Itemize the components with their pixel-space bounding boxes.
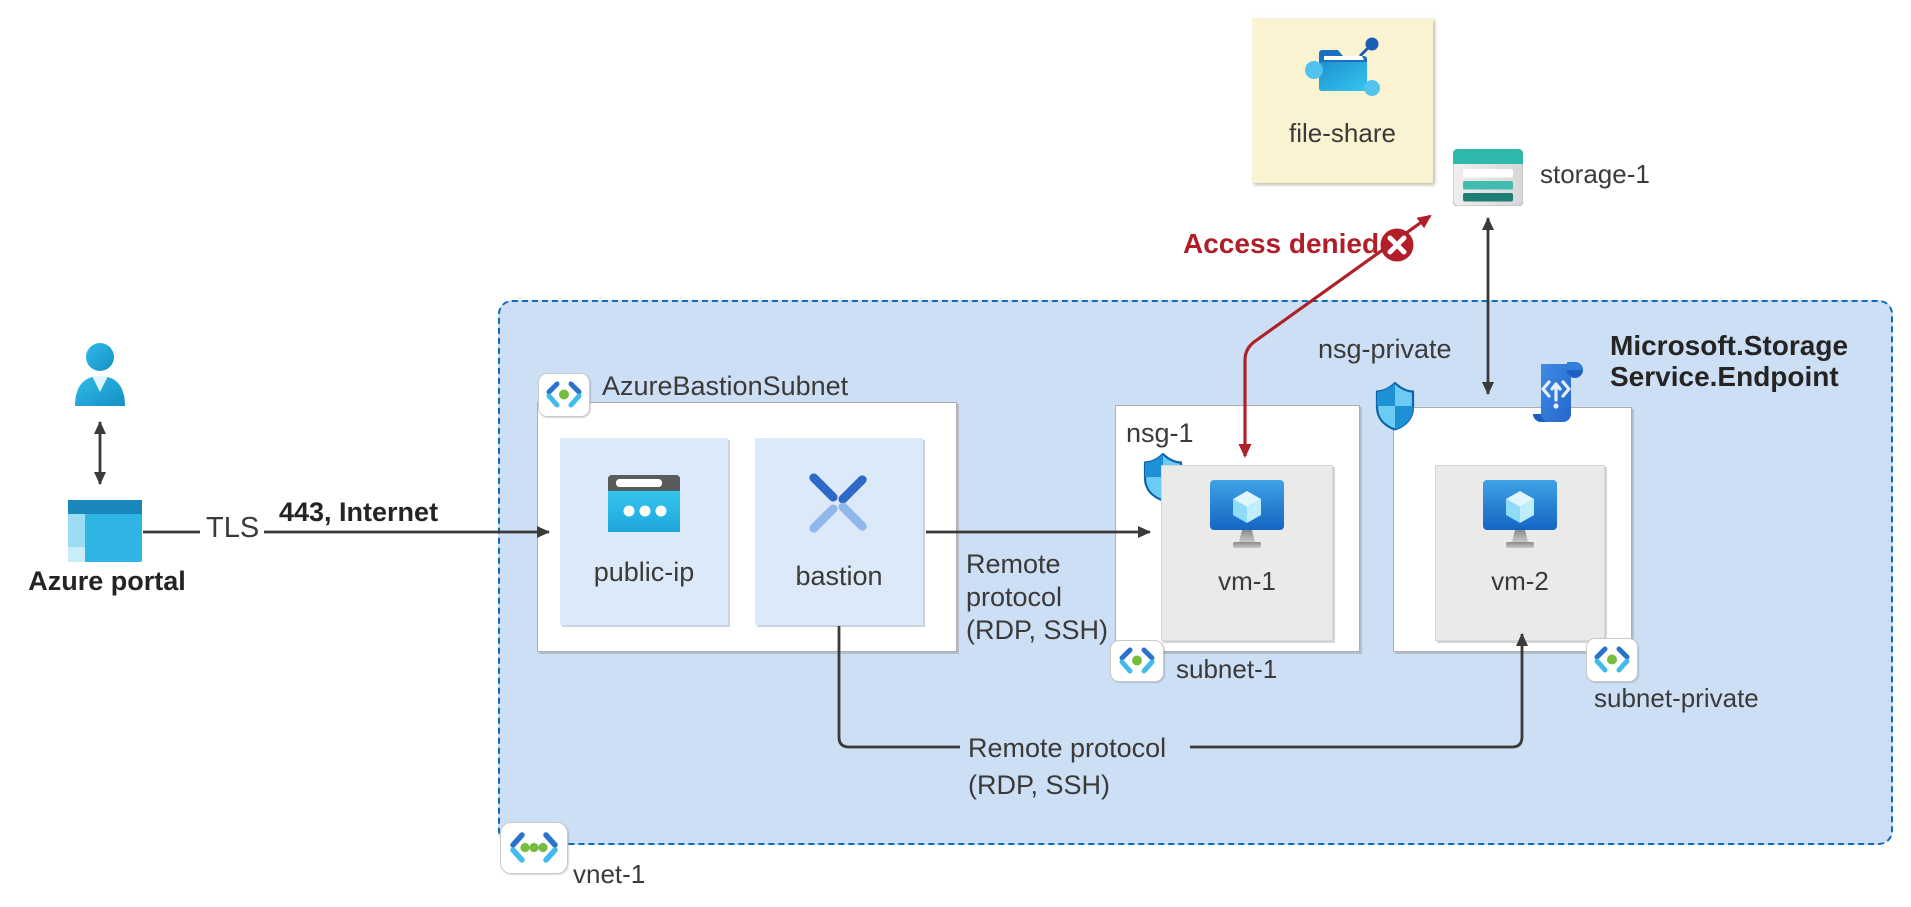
vm-icon xyxy=(1209,480,1285,559)
subnet-icon xyxy=(1110,640,1164,682)
public-ip-label: public-ip xyxy=(593,556,695,587)
nsg1-label: nsg-1 xyxy=(1126,418,1194,448)
user-icon xyxy=(72,342,128,411)
vm-icon xyxy=(1482,480,1558,559)
bastion-subnet-label: AzureBastionSubnet xyxy=(602,371,849,401)
storage-label: storage-1 xyxy=(1540,159,1650,189)
vm1-node: vm-1 xyxy=(1161,465,1333,641)
vnet-icon xyxy=(500,822,568,874)
file-share-label: file-share xyxy=(1289,118,1396,148)
vm2-node: vm-2 xyxy=(1435,465,1605,641)
azure-portal-label: Azure portal xyxy=(28,566,186,596)
tls-label: TLS xyxy=(206,512,260,544)
subnet-icon xyxy=(538,373,590,417)
public-ip-node: public-ip xyxy=(560,438,728,625)
bastion-icon xyxy=(804,470,874,541)
subnet-icon xyxy=(1586,638,1638,682)
bastion-label: bastion xyxy=(795,561,883,592)
remote-protocol-label-1: Remote protocol (RDP, SSH) xyxy=(966,549,1109,645)
nsg-icon xyxy=(1374,381,1416,436)
nsg-private-label: nsg-private xyxy=(1318,334,1452,364)
file-share-node: file-share xyxy=(1252,18,1433,183)
vm2-label: vm-2 xyxy=(1491,566,1549,596)
denied-icon xyxy=(1380,228,1414,262)
file-share-icon xyxy=(1304,36,1382,107)
internet-label: 443, Internet xyxy=(279,497,439,527)
vm1-label: vm-1 xyxy=(1218,566,1276,596)
subnet1-label: subnet-1 xyxy=(1176,654,1278,684)
storage-icon xyxy=(1452,148,1524,211)
public-ip-icon xyxy=(608,474,680,537)
subnet-private-label: subnet-private xyxy=(1594,683,1759,713)
vnet-label: vnet-1 xyxy=(573,859,646,889)
bastion-node: bastion xyxy=(755,438,923,625)
azure-portal-icon xyxy=(68,500,142,567)
remote-protocol-label-2: Remote protocol (RDP, SSH) xyxy=(968,733,1167,800)
service-endpoint-label: Microsoft.Storage Service.Endpoint xyxy=(1610,330,1849,392)
access-denied-label: Access denied xyxy=(1183,228,1380,259)
service-endpoint-icon xyxy=(1531,356,1585,433)
